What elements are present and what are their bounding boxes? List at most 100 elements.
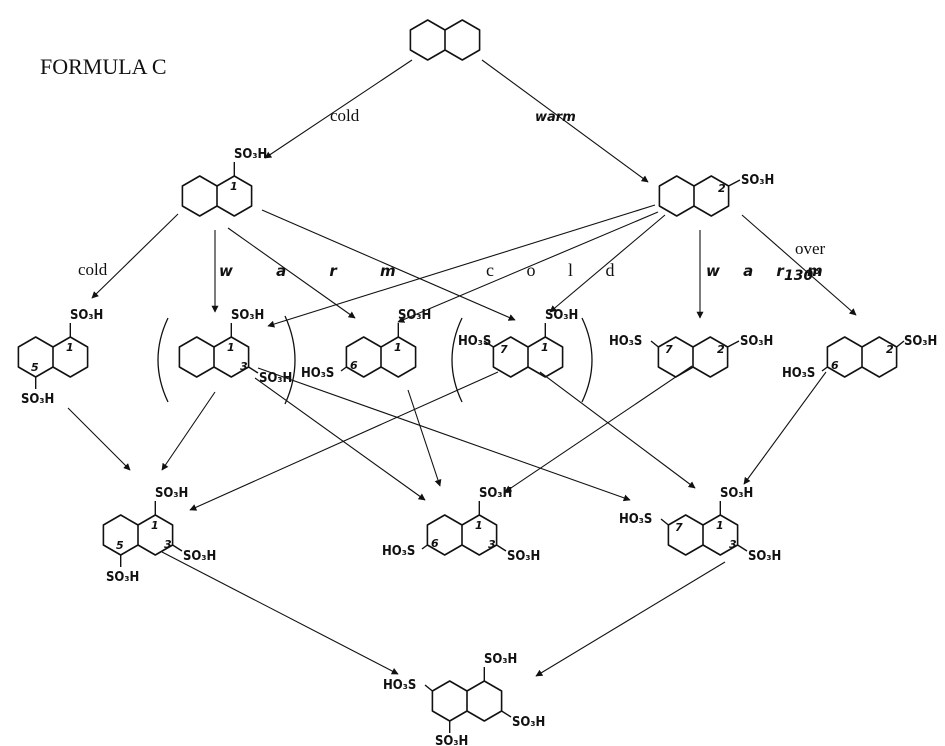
edge-naph-to-2 <box>481 59 649 183</box>
locant-1: 1 <box>66 341 74 354</box>
molecule-naphthalene-2-sulfonic-acid: SO₃H 2 <box>658 173 774 217</box>
molecule-naphthalene-tetrasulfonic-acid: SO₃H SO₃H HO₃S SO₃H <box>383 652 545 746</box>
molecule-naphthalene-2-6-disulfonic-acid: SO₃H 2 HO₃S 6 <box>782 334 937 381</box>
group-ho3s: HO₃S <box>619 512 652 527</box>
bracket-left-close <box>284 315 296 405</box>
edge-2-to-17 <box>549 214 666 313</box>
group-ho3s: HO₃S <box>383 678 416 693</box>
group-so3h: SO₃H <box>106 570 139 585</box>
group-so3h: SO₃H <box>21 392 54 407</box>
edge-2-to-16 <box>397 211 659 323</box>
locant-3: 3 <box>164 538 172 551</box>
edge-2-to-13 <box>267 204 656 328</box>
group-so3h: SO₃H <box>435 734 468 746</box>
locant-3: 3 <box>240 360 248 373</box>
group-so3h: SO₃H <box>748 549 781 564</box>
molecule-naphthalene-1-6-disulfonic-acid: SO₃H 1 HO₃S 6 <box>301 308 431 381</box>
edge-2-to-26 <box>741 214 857 316</box>
molecule-naphthalene-1-3-disulfonic-acid: SO₃H 1 SO₃H 3 <box>178 308 292 386</box>
group-ho3s: HO₃S <box>782 366 815 381</box>
locant-1: 1 <box>227 341 235 354</box>
label-cold-spaced: c o l d <box>486 260 629 280</box>
edge-27-to-136 <box>504 365 693 493</box>
bracket-right-close <box>581 317 593 403</box>
locant-2: 2 <box>718 182 726 195</box>
edge-137-to-tetra <box>535 561 726 677</box>
label-cold-left: cold <box>78 260 108 279</box>
edge-17-to-135 <box>189 371 499 511</box>
locant-6: 6 <box>431 537 439 550</box>
locant-1: 1 <box>151 519 159 532</box>
molecule-naphthalene-1-3-6-trisulfonic-acid: SO₃H 1 SO₃H 3 HO₃S 6 <box>382 486 540 564</box>
group-so3h: SO₃H <box>398 308 431 323</box>
diagram-title: FORMULA C <box>40 54 167 79</box>
group-ho3s: HO₃S <box>458 334 491 349</box>
group-so3h: SO₃H <box>904 334 937 349</box>
edge-135-to-tetra <box>161 551 399 675</box>
edge-16-to-136 <box>407 389 442 487</box>
edge-1-to-16 <box>227 227 356 319</box>
locant-2: 2 <box>717 343 725 356</box>
group-so3h: SO₃H <box>720 486 753 501</box>
locant-1: 1 <box>230 180 238 193</box>
group-so3h: SO₃H <box>231 308 264 323</box>
molecule-naphthalene-1-3-5-trisulfonic-acid: SO₃H 1 SO₃H 3 SO₃H 5 <box>102 486 216 585</box>
edge-13-to-135 <box>161 391 216 471</box>
group-ho3s: HO₃S <box>609 334 642 349</box>
edge-1-to-17 <box>261 209 516 321</box>
group-so3h: SO₃H <box>741 173 774 188</box>
group-so3h: SO₃H <box>155 486 188 501</box>
locant-3: 3 <box>488 538 496 551</box>
group-so3h: SO₃H <box>259 371 292 386</box>
locant-1: 1 <box>541 341 549 354</box>
group-so3h: SO₃H <box>70 308 103 323</box>
edge-13-to-137 <box>257 367 631 502</box>
group-so3h: SO₃H <box>507 549 540 564</box>
locant-7: 7 <box>500 343 508 356</box>
molecule-naphthalene-1-sulfonic-acid: SO₃H 1 <box>181 147 267 217</box>
edge-15-to-135 <box>67 407 131 471</box>
edge-1-to-15 <box>91 213 179 299</box>
locant-1: 1 <box>716 519 724 532</box>
locant-3: 3 <box>729 538 737 551</box>
group-so3h: SO₃H <box>479 486 512 501</box>
edge-naph-to-1 <box>264 59 413 159</box>
locant-7: 7 <box>675 521 683 534</box>
molecule-naphthalene <box>409 19 481 61</box>
brackets <box>157 315 593 405</box>
reaction-arrows <box>67 59 857 677</box>
label-warm-top: warm <box>535 110 576 125</box>
locant-1: 1 <box>475 519 483 532</box>
molecule-naphthalene-2-7-disulfonic-acid: SO₃H 2 HO₃S 7 <box>609 334 773 378</box>
label-temp: 130° <box>784 268 820 284</box>
molecule-naphthalene-1-5-disulfonic-acid: SO₃H 1 SO₃H 5 <box>17 308 103 407</box>
group-so3h: SO₃H <box>183 549 216 564</box>
locant-7: 7 <box>665 343 673 356</box>
bracket-right-open <box>451 317 463 403</box>
label-warm-spaced-right: w a r m <box>706 262 832 280</box>
locant-1: 1 <box>394 341 402 354</box>
group-so3h: SO₃H <box>234 147 267 162</box>
label-warm-spaced-left: w a r m <box>219 262 415 280</box>
bracket-left-open <box>157 317 169 403</box>
molecule-naphthalene-1-7-disulfonic-acid: SO₃H 1 HO₃S 7 <box>458 308 578 378</box>
group-so3h: SO₃H <box>484 652 517 667</box>
locant-6: 6 <box>350 359 358 372</box>
group-ho3s: HO₃S <box>301 366 334 381</box>
locant-5: 5 <box>31 361 39 374</box>
label-cold-top: cold <box>330 106 360 125</box>
group-so3h: SO₃H <box>740 334 773 349</box>
edge-13-to-136 <box>254 377 426 501</box>
label-over: over <box>795 239 826 258</box>
locant-2: 2 <box>886 343 894 356</box>
edge-26-to-137 <box>743 371 827 485</box>
group-so3h: SO₃H <box>545 308 578 323</box>
locant-5: 5 <box>116 539 124 552</box>
edge-17-to-137 <box>539 371 696 489</box>
locant-6: 6 <box>831 359 839 372</box>
molecule-naphthalene-1-3-7-trisulfonic-acid: SO₃H 1 SO₃H 3 HO₃S 7 <box>619 486 781 564</box>
group-so3h: SO₃H <box>512 715 545 730</box>
group-ho3s: HO₃S <box>382 544 415 559</box>
